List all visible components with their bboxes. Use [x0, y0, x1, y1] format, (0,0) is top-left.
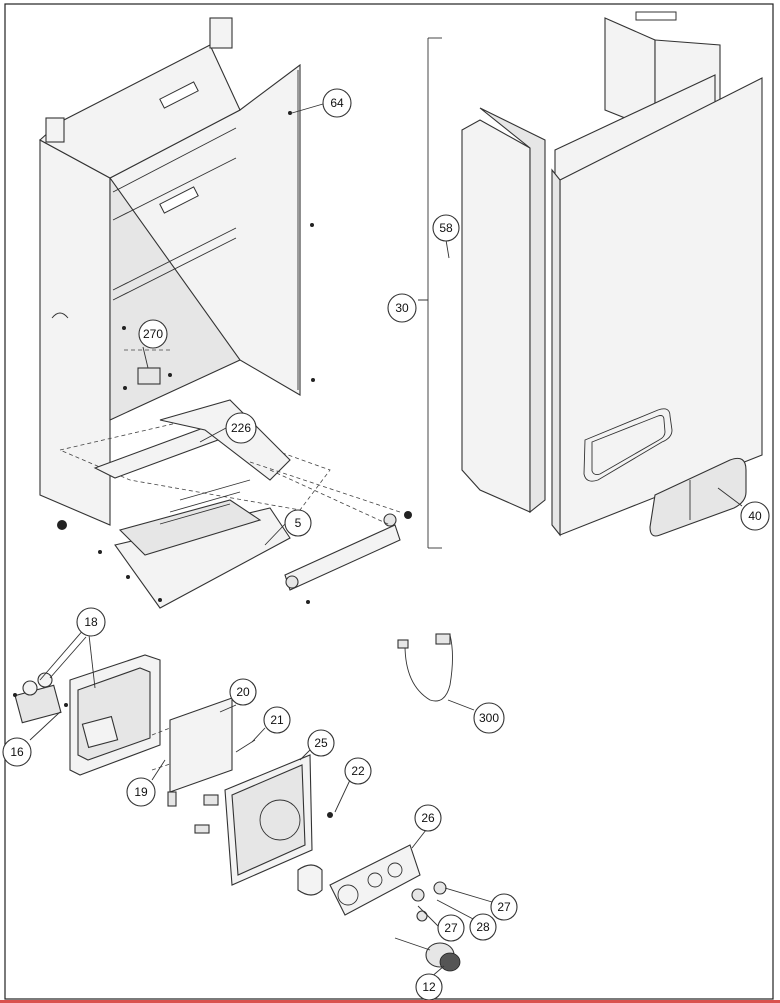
callout-270: 270: [138, 319, 168, 349]
svg-text:18: 18: [84, 615, 98, 629]
svg-text:21: 21: [270, 713, 284, 727]
wiring-harness-300: [397, 633, 453, 702]
svg-text:300: 300: [479, 711, 499, 725]
callout-27-right: 27: [490, 893, 518, 921]
svg-text:58: 58: [439, 221, 453, 235]
svg-text:26: 26: [421, 811, 435, 825]
callout-27-left: 27: [437, 914, 465, 942]
casing-panels: [418, 11, 763, 549]
svg-text:64: 64: [330, 96, 344, 110]
svg-text:16: 16: [10, 745, 24, 759]
callout-18: 18: [76, 607, 106, 637]
svg-text:25: 25: [314, 736, 328, 750]
svg-text:19: 19: [134, 785, 148, 799]
fascia-26: [329, 844, 447, 922]
svg-text:20: 20: [236, 685, 250, 699]
component-270-valve: [123, 349, 172, 390]
front-cover-40: [649, 457, 747, 537]
callout-64: 64: [322, 88, 352, 118]
callout-30: 30: [387, 293, 417, 323]
svg-text:5: 5: [295, 516, 302, 530]
callout-28: 28: [469, 913, 497, 941]
callout-19: 19: [126, 777, 156, 807]
callout-21: 21: [263, 706, 291, 734]
callout-12: 12: [415, 973, 443, 1001]
callout-16: 16: [2, 737, 32, 767]
callout-26: 26: [414, 804, 442, 832]
callout-25: 25: [307, 729, 335, 757]
svg-text:28: 28: [476, 920, 490, 934]
diagram-frame: [4, 3, 774, 1000]
leader-lines: [29, 103, 743, 979]
base-assembly: [57, 399, 412, 609]
svg-text:22: 22: [351, 764, 365, 778]
callout-226: 226: [225, 412, 257, 444]
svg-text:27: 27: [444, 921, 458, 935]
callout-40: 40: [740, 501, 770, 531]
svg-text:27: 27: [497, 900, 511, 914]
knob-12: [394, 937, 461, 972]
svg-text:270: 270: [143, 327, 163, 341]
svg-text:226: 226: [231, 421, 251, 435]
callout-300: 300: [473, 702, 505, 734]
svg-text:30: 30: [395, 301, 409, 315]
control-box: [13, 654, 161, 776]
pcb-board-20: [151, 697, 256, 834]
callout-5: 5: [284, 509, 312, 537]
svg-text:12: 12: [422, 980, 436, 994]
svg-text:40: 40: [748, 509, 762, 523]
callout-58: 58: [432, 214, 460, 242]
panel-25: [224, 754, 333, 896]
bottom-accent-bar: [0, 1000, 780, 1003]
callout-22: 22: [344, 757, 372, 785]
callout-20: 20: [229, 678, 257, 706]
